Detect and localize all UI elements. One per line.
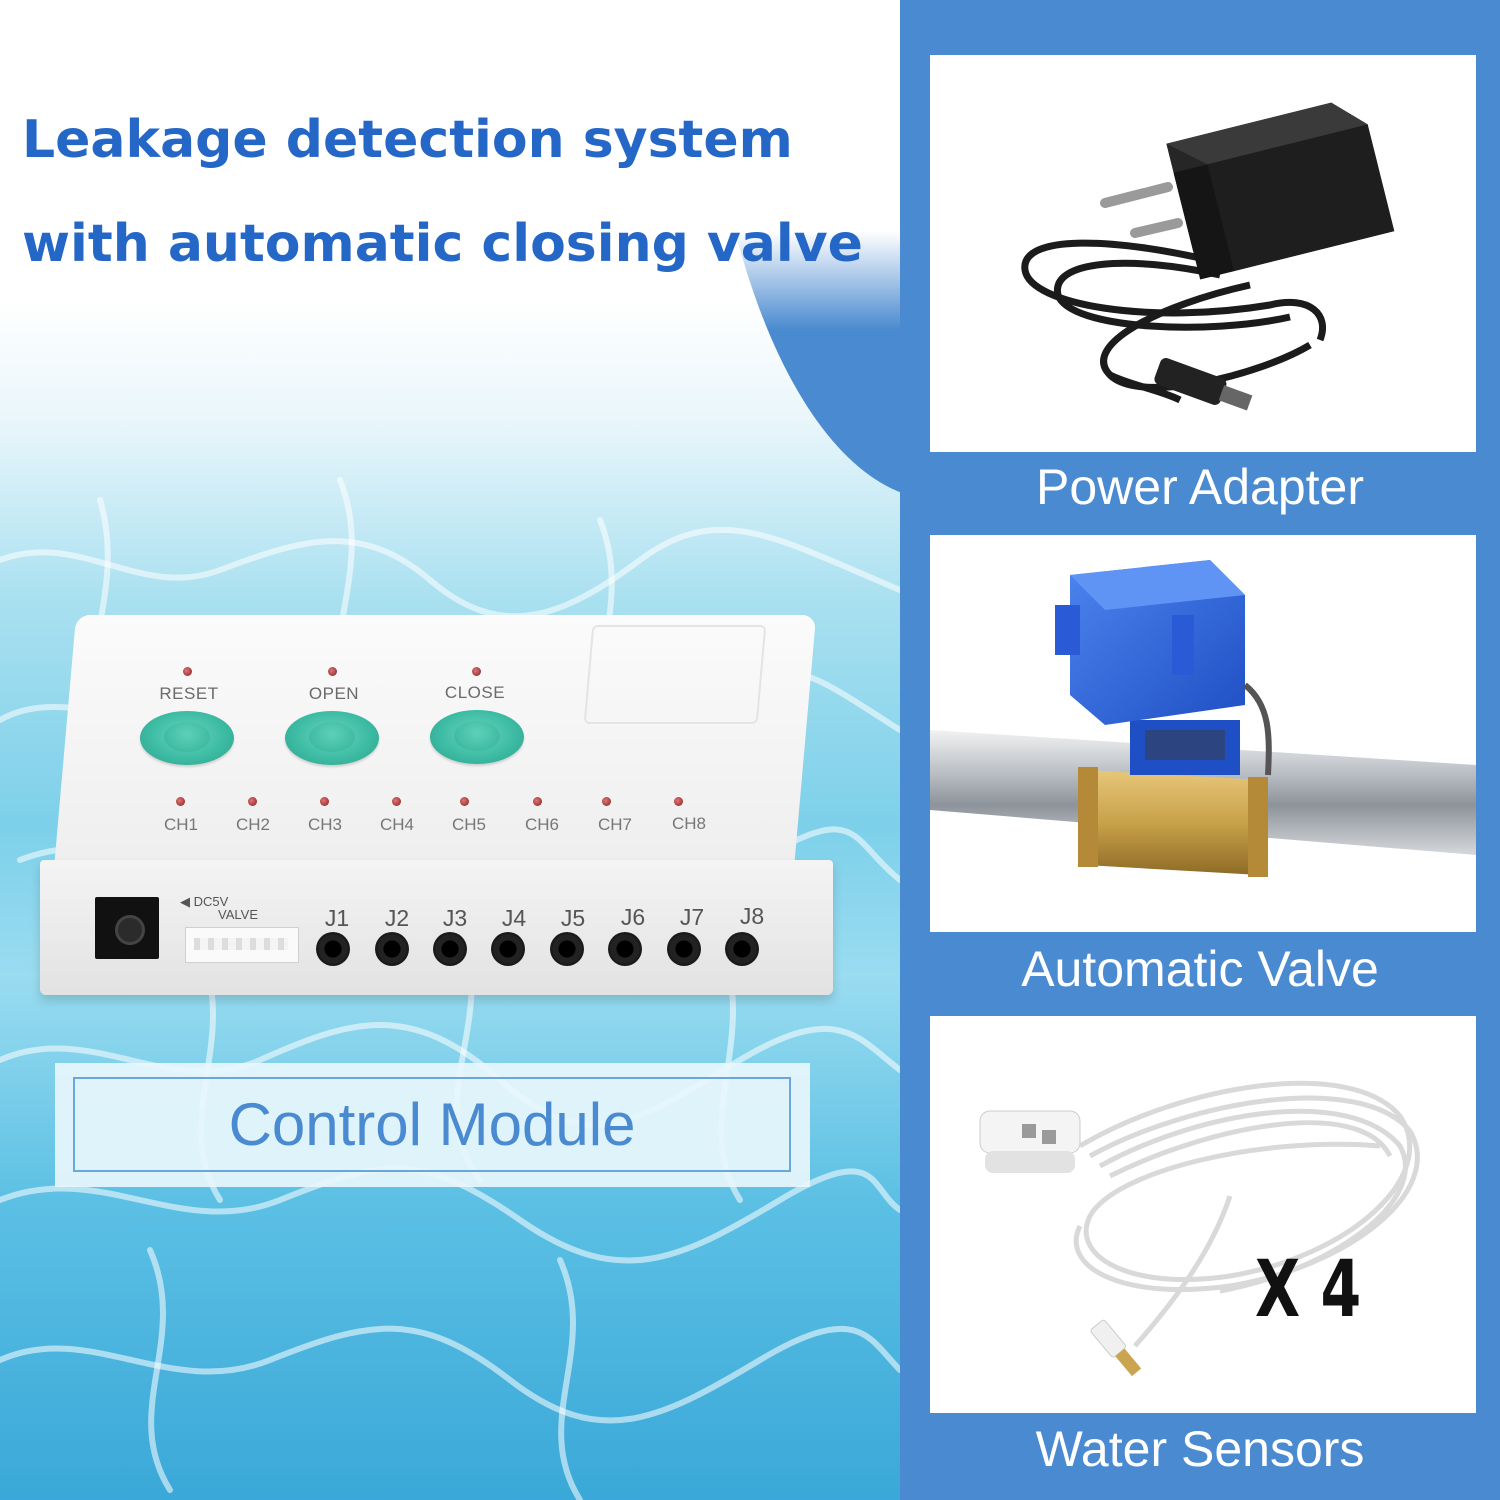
ch6-led bbox=[533, 797, 542, 806]
ch2-led bbox=[248, 797, 257, 806]
power-adapter-caption: Power Adapter bbox=[1036, 459, 1364, 515]
sensor-quantity: X 4 bbox=[1255, 1245, 1362, 1335]
water-sensors-caption: Water Sensors bbox=[1035, 1421, 1365, 1477]
ch1-led bbox=[176, 797, 185, 806]
j4-jack[interactable] bbox=[491, 932, 525, 966]
headline: Leakage detection system with automatic … bbox=[22, 88, 882, 296]
control-module-caption: Control Module bbox=[73, 1077, 791, 1172]
j2-jack[interactable] bbox=[375, 932, 409, 966]
dc-power-jack[interactable] bbox=[95, 897, 159, 959]
power-adapter-panel bbox=[930, 55, 1476, 452]
white-fade bbox=[0, 0, 900, 330]
ch4-led bbox=[392, 797, 401, 806]
ch8-label: CH8 bbox=[671, 814, 706, 833]
ch5-label: CH5 bbox=[451, 815, 486, 834]
ch4-label: CH4 bbox=[379, 815, 414, 834]
ch3-label: CH3 bbox=[307, 815, 342, 834]
open-label: OPEN bbox=[308, 684, 360, 703]
reset-led bbox=[183, 667, 192, 676]
j7-jack[interactable] bbox=[667, 932, 701, 966]
ch6-label: CH6 bbox=[524, 815, 559, 834]
ch1-label: CH1 bbox=[163, 815, 198, 834]
control-module-caption-box: Control Module bbox=[55, 1063, 810, 1187]
open-led bbox=[328, 667, 337, 676]
valve-label: VALVE bbox=[218, 907, 258, 922]
water-sensors-image bbox=[979, 1080, 1420, 1377]
automatic-valve-image bbox=[930, 560, 1476, 877]
j1-label: J1 bbox=[324, 905, 350, 931]
dc-label-text: DC5V bbox=[193, 894, 229, 909]
ch7-led bbox=[602, 797, 611, 806]
reset-label: RESET bbox=[159, 684, 219, 703]
j3-label: J3 bbox=[442, 905, 468, 931]
close-label: CLOSE bbox=[444, 683, 506, 702]
j7-label: J7 bbox=[679, 904, 705, 930]
j5-label: J5 bbox=[560, 905, 586, 931]
close-button[interactable] bbox=[430, 710, 524, 764]
ch5-led bbox=[460, 797, 469, 806]
power-adapter-image bbox=[1021, 102, 1395, 411]
automatic-valve-caption: Automatic Valve bbox=[1021, 941, 1379, 997]
j1-jack[interactable] bbox=[316, 932, 350, 966]
headline-line-1: Leakage detection system bbox=[22, 110, 793, 170]
ch7-label: CH7 bbox=[597, 815, 632, 834]
open-button[interactable] bbox=[285, 711, 379, 765]
dc-label: ◀ DC5V bbox=[180, 894, 229, 909]
j2-label: J2 bbox=[384, 905, 410, 931]
j8-jack[interactable] bbox=[725, 932, 759, 966]
reset-button[interactable] bbox=[140, 711, 234, 765]
j5-jack[interactable] bbox=[550, 932, 584, 966]
j4-label: J4 bbox=[501, 905, 527, 931]
ch8-led bbox=[674, 797, 683, 806]
j8-label: J8 bbox=[739, 903, 765, 929]
ch3-led bbox=[320, 797, 329, 806]
device-front-panel bbox=[40, 860, 833, 995]
ch2-label: CH2 bbox=[235, 815, 270, 834]
headline-line-2: with automatic closing valve bbox=[22, 214, 863, 274]
close-led bbox=[472, 667, 481, 676]
logo-plate bbox=[583, 625, 767, 724]
control-module-device: RESET OPEN CLOSE CH1 CH2 CH3 CH4 CH5 CH6… bbox=[40, 615, 840, 1005]
j3-jack[interactable] bbox=[433, 932, 467, 966]
valve-connector[interactable] bbox=[185, 927, 299, 963]
water-sensors-panel bbox=[930, 1016, 1476, 1413]
j6-jack[interactable] bbox=[608, 932, 642, 966]
j6-label: J6 bbox=[620, 904, 646, 930]
automatic-valve-panel bbox=[930, 535, 1476, 932]
